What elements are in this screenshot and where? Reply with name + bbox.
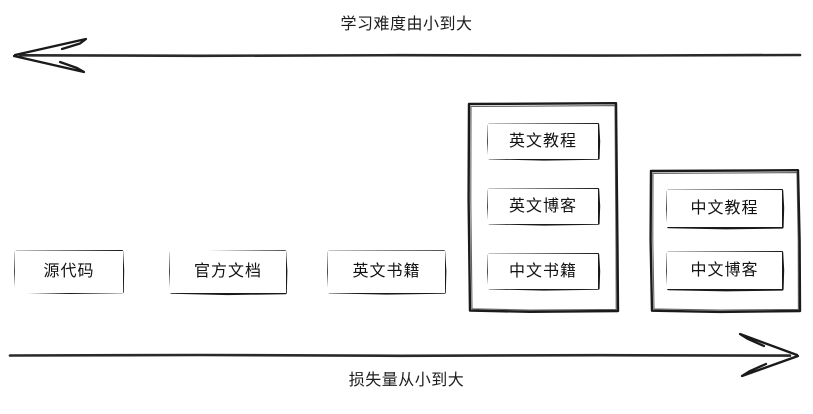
node-label: 英文书籍 [352,261,421,280]
bottom-axis-label: 损失量从小到大 [348,370,465,389]
node-chinese-blog[interactable]: 中文博客 [667,252,782,289]
arrowhead-left-lower [12,54,86,74]
node-chinese-tutorial[interactable]: 中文教程 [667,190,782,227]
information-loss-axis [8,332,800,378]
node-english-books[interactable]: 英文书籍 [328,251,445,293]
node-label: 源代码 [43,261,95,280]
arrowhead-right-upper [738,332,799,357]
node-english-blog[interactable]: 英文博客 [488,189,598,224]
node-official-docs[interactable]: 官方文档 [170,251,286,293]
node-label: 中文教程 [690,197,759,217]
learning-difficulty-axis [12,37,802,74]
node-english-tutorial[interactable]: 英文教程 [488,124,598,159]
node-label: 中文书籍 [508,260,577,280]
node-source-code[interactable]: 源代码 [15,251,123,293]
arrowhead-left-upper [13,37,88,57]
group-container-english-mix [467,102,620,313]
top-axis-label: 学习难度由小到大 [340,14,473,33]
node-chinese-books[interactable]: 中文书籍 [488,254,598,289]
node-label: 英文教程 [508,130,577,150]
group-container-chinese-mix [649,169,802,314]
node-label: 英文博客 [508,195,577,215]
node-label: 官方文档 [193,261,262,280]
arrowhead-right-lower [740,354,800,378]
node-label: 中文博客 [690,259,759,279]
